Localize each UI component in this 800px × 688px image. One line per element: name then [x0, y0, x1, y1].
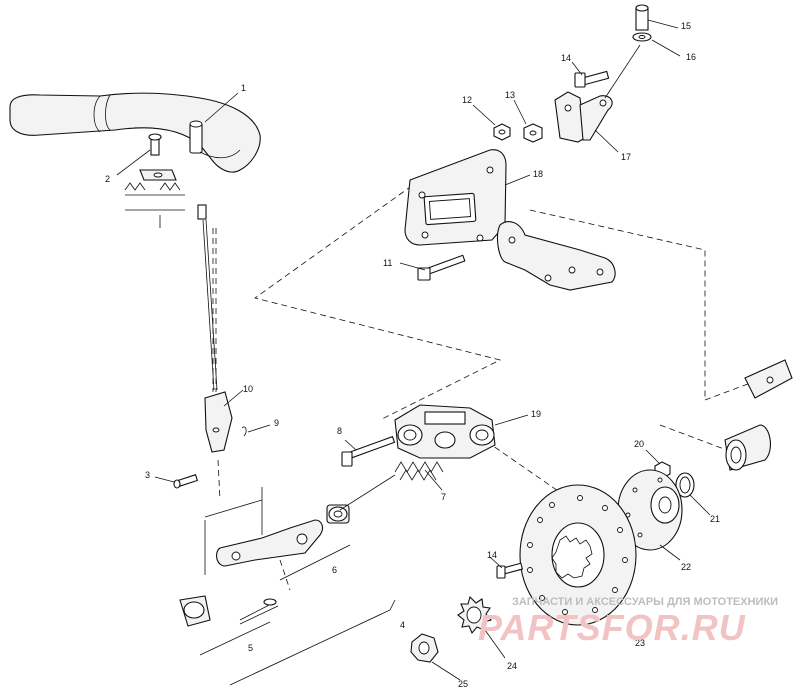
angle-bracket-17-part: [554, 44, 641, 143]
callout-6: 6: [332, 565, 337, 575]
callout-13: 13: [505, 90, 515, 100]
callout-9: 9: [274, 418, 279, 428]
callout-20: 20: [634, 439, 644, 449]
brake-cable-part: [197, 204, 218, 391]
callout-3: 3: [145, 470, 150, 480]
splined-shaft-part: [724, 424, 771, 471]
watermark-brand-mid: FOR: [602, 607, 681, 648]
nut-13-part: [523, 123, 543, 143]
caliper-bolt-part: [341, 435, 396, 467]
callout-18: 18: [533, 169, 543, 179]
callout-21: 21: [710, 514, 720, 524]
nut-12-part: [493, 123, 511, 141]
callout-14-lower: 14: [487, 550, 497, 560]
bolt-15-part: [635, 4, 649, 31]
callout-12: 12: [462, 95, 472, 105]
lock-washer-24-part: [457, 595, 492, 635]
brake-caliper-part: [394, 404, 496, 459]
callout-5: 5: [248, 643, 253, 653]
mounting-plate-part: [404, 149, 507, 246]
support-bracket-part: [496, 221, 616, 291]
callout-2: 2: [105, 174, 110, 184]
actuator-arm-part: [204, 487, 324, 575]
hub-bushing-part: [326, 504, 350, 524]
callout-22: 22: [681, 562, 691, 572]
cable-lever-part: [173, 391, 247, 489]
callout-15: 15: [681, 21, 691, 31]
callout-8: 8: [337, 426, 342, 436]
bolt-14-top-part: [574, 70, 610, 88]
watermark: ЗАПЧАСТИ И АКСЕССУАРЫ ДЛЯ МОТОТЕХНИКИ PA…: [478, 596, 778, 648]
pivot-pin-bracket-part: [124, 133, 185, 228]
washer-16-part: [632, 32, 652, 42]
bolt-14-lower-part: [496, 562, 524, 579]
callout-4: 4: [400, 620, 405, 630]
brake-hub-22-part: [617, 469, 683, 551]
callout-10: 10: [243, 384, 253, 394]
callout-7: 7: [441, 492, 446, 502]
callout-19: 19: [531, 409, 541, 419]
spring-assembly-part: [339, 461, 444, 511]
callout-17: 17: [621, 152, 631, 162]
callout-14-top: 14: [561, 53, 571, 63]
callout-1: 1: [241, 83, 246, 93]
hex-nut-25-part: [410, 633, 439, 663]
brake-handle-part: [9, 92, 261, 173]
callout-16: 16: [686, 52, 696, 62]
callout-labels: 1 2 3 4 5 6 7 8 9 10 11 12 13 14 14 15 1…: [105, 21, 720, 688]
callout-25: 25: [458, 679, 468, 688]
cotter-pin-adjuster-part: [179, 595, 279, 627]
plate-bolt-part: [417, 254, 466, 281]
group-brackets: [199, 544, 396, 686]
callout-11: 11: [383, 258, 392, 268]
watermark-brand-left: PARTS: [478, 607, 602, 648]
watermark-brand: PARTSFOR.RU: [478, 607, 746, 648]
brake-disc-23-part: [519, 484, 637, 626]
watermark-brand-right: .RU: [681, 607, 746, 648]
coupling-block-part: [744, 359, 793, 399]
o-ring-21-part: [675, 472, 695, 498]
callout-24: 24: [507, 661, 517, 671]
leader-lines: [116, 19, 711, 681]
callout-23: 23: [635, 638, 645, 648]
watermark-tagline: ЗАПЧАСТИ И АКСЕССУАРЫ ДЛЯ МОТОТЕХНИКИ: [512, 596, 778, 608]
